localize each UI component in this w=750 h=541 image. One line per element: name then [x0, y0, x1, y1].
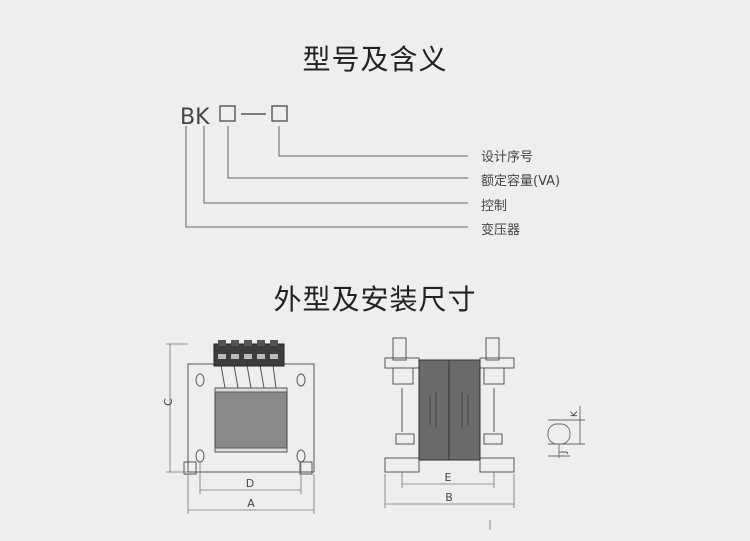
dim-label-d: D [246, 477, 254, 490]
legend-design-number: 设计序号 [481, 150, 533, 165]
front-slot-bottom-left [195, 449, 205, 463]
front-wire-5 [272, 364, 277, 389]
dim-label-b: B [445, 491, 453, 504]
terminal-4 [257, 340, 265, 346]
side-coil-lines [429, 392, 469, 428]
front-foot-left [183, 461, 197, 475]
front-wire-1 [220, 364, 226, 389]
legend-rated-capacity: 额定容量(VA) [481, 173, 560, 189]
front-terminal-block [213, 340, 285, 367]
capacity-box [219, 105, 236, 122]
terminal-screw-1 [218, 354, 226, 359]
terminal-3 [244, 340, 252, 346]
terminal-1 [218, 340, 226, 346]
terminal-screw-4 [257, 354, 265, 359]
leader-rated-capacity [227, 126, 468, 179]
slot-detail [547, 406, 585, 458]
front-coil-top-band [214, 387, 288, 393]
leader-control [203, 126, 468, 204]
terminal-2 [231, 340, 239, 346]
side-right-post [485, 337, 500, 361]
code-leader-lines [185, 126, 468, 228]
slot-outline [547, 423, 571, 445]
terminal-screw-2 [231, 354, 239, 359]
front-foot-right [299, 461, 313, 475]
side-left-terminal [392, 367, 414, 385]
code-legend: 设计序号 额定容量(VA) 控制 变压器 [481, 150, 560, 238]
dim-label-k: K [570, 410, 580, 417]
front-dimensions [166, 343, 315, 514]
front-slot-top-right [296, 373, 306, 387]
side-right-terminal [483, 367, 505, 385]
design-number-box [271, 105, 288, 122]
side-right-foot [479, 457, 515, 473]
dim-label-a: A [247, 497, 255, 510]
terminal-screw-3 [244, 354, 252, 359]
legend-control: 控制 [481, 199, 507, 214]
front-coil-bottom-band [214, 447, 288, 453]
front-wire-3 [246, 364, 252, 389]
side-left-clamp [395, 433, 415, 445]
terminal-5 [270, 340, 278, 346]
section-title-model-meaning: 型号及含义 [302, 43, 448, 76]
model-prefix: BK [180, 105, 210, 130]
terminal-screw-5 [270, 354, 278, 359]
side-dimensions [384, 472, 515, 530]
front-wire-4 [259, 364, 265, 389]
front-wire-2 [233, 364, 239, 389]
dim-label-j: J [559, 451, 569, 455]
front-coil [214, 391, 288, 449]
front-slot-bottom-right [296, 449, 306, 463]
side-left-post [392, 337, 407, 361]
side-left-foot [384, 457, 420, 473]
leader-transformer [185, 126, 468, 228]
side-core [418, 359, 481, 461]
legend-transformer: 变压器 [481, 222, 520, 238]
dim-label-c: C [162, 398, 175, 406]
side-view [384, 337, 515, 473]
front-view [183, 363, 315, 475]
model-code: BK [180, 105, 288, 130]
dim-label-e: E [445, 471, 452, 484]
side-right-clamp [483, 433, 503, 445]
leader-design-number [278, 126, 468, 157]
front-slot-top-left [195, 373, 205, 387]
section-title-outline-dimensions: 外型及安装尺寸 [273, 283, 477, 316]
